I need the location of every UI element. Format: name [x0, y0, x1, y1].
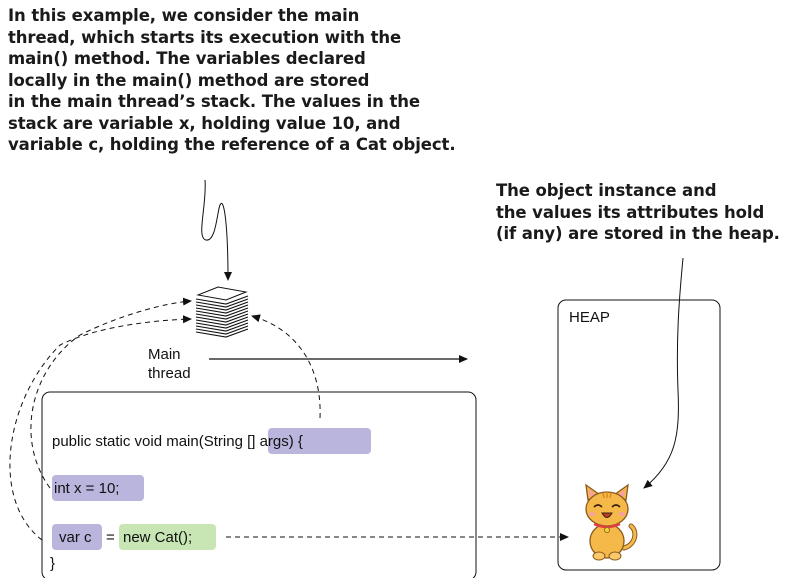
code-closing-brace: } [50, 555, 55, 572]
x-to-stack-arrow [30, 297, 192, 489]
stack-note-line: thread, which starts its execution with … [8, 27, 402, 47]
heap-explanation-note: The object instance and the values its a… [496, 180, 780, 245]
x-variable-highlight [52, 475, 144, 501]
args-to-stack-arrow [251, 314, 321, 419]
stack-note-line: variable c, holding the reference of a C… [8, 135, 456, 154]
stack-note-line: locally in the main() method are stored [8, 70, 370, 90]
code-assign-operator: = [106, 529, 115, 546]
heap-label: HEAP [569, 309, 610, 326]
stack-explanation-note: In this example, we consider the main th… [8, 5, 456, 156]
c-to-stack-arrow [9, 315, 192, 541]
stack-note-line: In this example, we consider the main [8, 6, 360, 25]
args-highlight [268, 428, 371, 454]
heap-note-line: The object instance and [496, 181, 717, 200]
heap-note-pointer [643, 257, 684, 489]
stack-note-pointer [201, 179, 232, 281]
code-new-cat: new Cat(); [123, 529, 192, 546]
thread-label: Main thread [148, 346, 191, 382]
cat-icon [585, 483, 638, 561]
code-line-var-c: var c [59, 529, 92, 546]
stack-note-line: main() method. The variables declared [8, 49, 366, 68]
heap-note-line: the values its attributes hold [496, 202, 765, 222]
stack-note-line: in the main thread’s stack. The values i… [8, 92, 420, 111]
heap-box [557, 299, 721, 571]
heap-note-line: (if any) are stored in the heap. [496, 224, 780, 243]
c-variable-highlight [52, 524, 102, 550]
stack-icon [195, 286, 249, 338]
code-line-main-signature: public static void main(String [] args) … [52, 433, 303, 450]
new-cat-highlight [119, 524, 216, 550]
stack-note-line: stack are variable x, holding value 10, … [8, 113, 401, 133]
code-line-int-x: int x = 10; [54, 480, 119, 497]
